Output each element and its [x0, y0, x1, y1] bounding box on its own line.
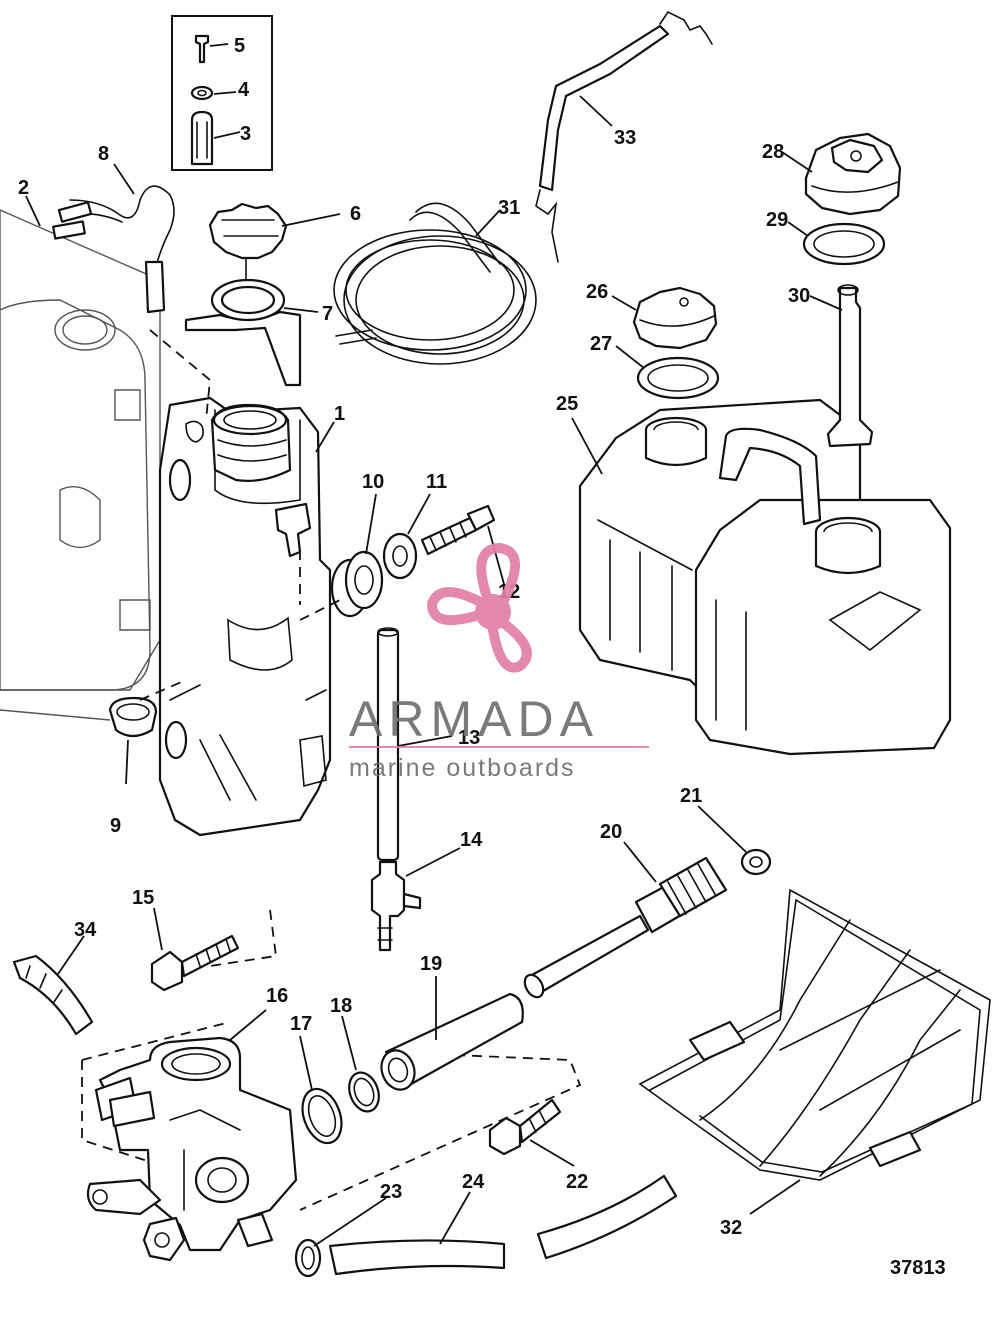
callout-32: 32 [720, 1217, 742, 1239]
part-12-threaded-fitting [420, 504, 496, 556]
callout-28: 28 [762, 141, 784, 163]
part-8-sensor-harness [52, 185, 175, 314]
part-30-pickup-tube [826, 284, 874, 448]
callout-3: 3 [240, 123, 251, 145]
part-17-o-ring [301, 1087, 343, 1145]
callout-16: 16 [266, 985, 288, 1007]
callout-7: 7 [322, 303, 333, 325]
callout-26: 26 [586, 281, 608, 303]
part-11-washer [382, 532, 418, 580]
part-23-hose-clamp [294, 1238, 322, 1278]
part-21-retainer [740, 848, 772, 876]
callout-29: 29 [766, 209, 788, 231]
part-9-grommet [108, 696, 158, 738]
part-18-o-ring [348, 1071, 380, 1113]
part-31-hose-coil [333, 202, 537, 365]
callout-8: 8 [98, 143, 109, 165]
part-19-sleeve [380, 992, 524, 1091]
callout-5: 5 [234, 35, 245, 57]
callout-15: 15 [132, 887, 154, 909]
part-2-engine-housing [0, 209, 161, 721]
part-16-oil-pump [86, 1036, 298, 1262]
callout-19: 19 [420, 953, 442, 975]
watermark: ARMADA marine outboards [349, 543, 649, 782]
callout-11: 11 [426, 471, 447, 493]
callout-25: 25 [556, 393, 578, 415]
part-34-short-hose [12, 954, 94, 1036]
callout-4: 4 [238, 79, 250, 101]
callout-14: 14 [460, 829, 483, 851]
part-10-grommet [330, 550, 384, 618]
callout-33: 33 [614, 127, 636, 149]
part-24-hose [328, 1174, 678, 1276]
part-15-bolt [150, 934, 240, 992]
part-32-tank-tray [638, 888, 991, 1181]
part-33-hold-down-strap [535, 10, 713, 263]
callout-10: 10 [362, 471, 384, 493]
callout-6: 6 [350, 203, 361, 225]
propeller-icon [427, 543, 532, 673]
part-6-filler-cap [208, 202, 288, 301]
part-13-tube [376, 627, 400, 862]
callout-13: 13 [458, 727, 480, 749]
watermark-tagline: marine outboards [349, 754, 576, 782]
callout-21: 21 [680, 785, 702, 807]
callout-9: 9 [110, 815, 121, 837]
callout-17: 17 [290, 1013, 312, 1035]
watermark-underline [349, 746, 649, 748]
callout-2: 2 [18, 177, 29, 199]
part-27-gasket [636, 356, 720, 400]
callout-27: 27 [590, 333, 612, 355]
part-25-remote-tank [578, 398, 952, 756]
callout-31: 31 [498, 197, 520, 219]
hardware-kit-box [171, 15, 273, 171]
figure-number: 37813 [890, 1257, 946, 1279]
part-14-tee-fitting [370, 860, 422, 952]
part-22-bolt [488, 1098, 562, 1156]
callout-20: 20 [600, 821, 622, 843]
callout-30: 30 [788, 285, 810, 307]
callout-24: 24 [462, 1171, 485, 1193]
callout-1: 1 [334, 403, 345, 425]
part-29-gasket [802, 222, 886, 266]
hidden-lines [81, 329, 582, 1211]
watermark-brand: ARMADA [349, 691, 599, 747]
part-20-driven-gear [523, 856, 728, 999]
part-7-gasket-strap [184, 278, 302, 387]
callout-34: 34 [74, 919, 97, 941]
part-1-oil-reservoir [158, 396, 332, 837]
leader-lines [25, 43, 843, 1247]
callout-23: 23 [380, 1181, 402, 1203]
callout-22: 22 [566, 1171, 588, 1193]
part-26-tank-cap [632, 286, 718, 350]
callout-18: 18 [330, 995, 352, 1017]
part-28-gauge-cap [804, 132, 902, 216]
